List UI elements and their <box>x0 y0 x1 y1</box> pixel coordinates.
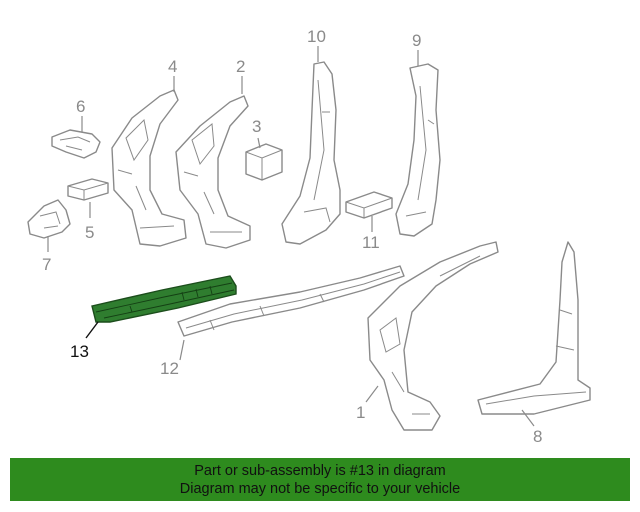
callout-11: 11 <box>362 233 380 252</box>
part-1 <box>367 241 499 431</box>
callout-4: 4 <box>168 57 177 76</box>
leader-8 <box>521 409 535 427</box>
callout-12: 12 <box>160 359 179 378</box>
callout-7: 7 <box>42 255 51 274</box>
part-10 <box>281 61 341 245</box>
part-4 <box>111 89 187 247</box>
callout-1: 1 <box>356 403 365 422</box>
callout-6: 6 <box>76 97 85 116</box>
callout-2: 2 <box>236 57 245 76</box>
part-8 <box>477 241 591 415</box>
info-banner: Part or sub-assembly is #13 in diagram D… <box>10 458 630 501</box>
part-7 <box>27 199 71 239</box>
leader-1 <box>365 385 379 403</box>
callout-3: 3 <box>252 117 261 136</box>
leader-13 <box>85 321 99 339</box>
part-2 <box>175 95 251 249</box>
callout-10: 10 <box>307 27 326 46</box>
callout-8: 8 <box>533 427 542 446</box>
callout-5: 5 <box>85 223 94 242</box>
leader-12 <box>179 339 185 361</box>
banner-line-1: Part or sub-assembly is #13 in diagram <box>194 463 446 479</box>
part-9 <box>395 63 441 237</box>
parts-diagram: 1 2 3 4 5 6 7 8 9 10 11 12 13 <box>27 27 591 446</box>
part-11 <box>345 191 393 219</box>
banner-line-2: Diagram may not be specific to your vehi… <box>179 481 461 497</box>
part-12 <box>177 265 405 337</box>
callout-13[interactable]: 13 <box>70 342 89 361</box>
leader-3 <box>257 137 261 149</box>
part-5 <box>67 178 109 201</box>
part-13-highlighted[interactable] <box>91 275 237 323</box>
part-6 <box>51 129 101 159</box>
part-3 <box>245 143 283 181</box>
callout-9: 9 <box>412 31 421 50</box>
